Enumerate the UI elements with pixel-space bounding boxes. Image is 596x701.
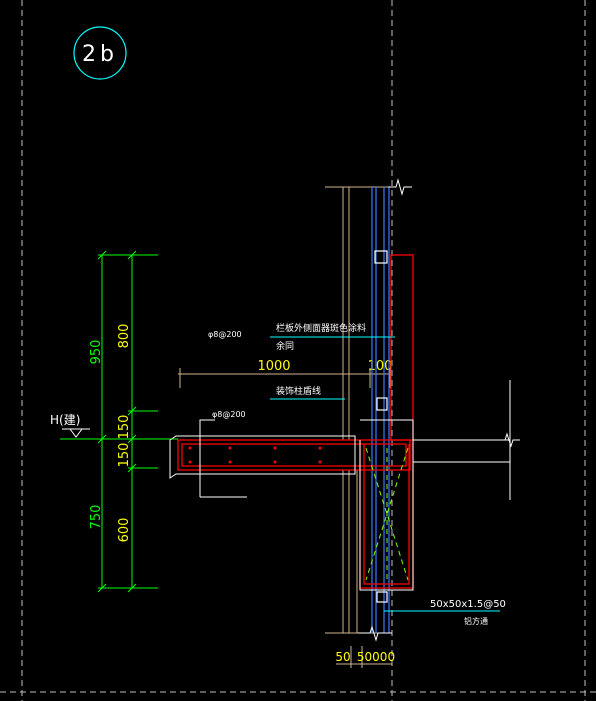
dimension-text-left: 950 750 800 150 150 600	[89, 324, 132, 543]
rebar-top-note: φ8@200	[208, 330, 242, 339]
dim-1000: 1000	[257, 359, 290, 374]
concrete-outline	[177, 254, 414, 589]
dimension-top: 1000 100	[178, 359, 392, 388]
dim-50000: 50000	[357, 650, 395, 664]
dim-50: 50	[335, 650, 350, 664]
dim-150-bottom: 150	[117, 443, 132, 468]
leader-lines	[199, 336, 500, 612]
dim-600: 600	[117, 518, 132, 543]
detail-tag-label: 2b	[82, 42, 118, 67]
rebar-dots	[188, 446, 322, 464]
annotations: φ8@200 φ8@200 栏板外侧面器斑色涂料 余同 装饰柱盾线 50x50x…	[208, 322, 506, 626]
dim-100: 100	[368, 359, 393, 374]
decor-line-note: 装饰柱盾线	[276, 385, 321, 397]
dimension-chain-left	[60, 250, 178, 593]
dim-950: 950	[89, 340, 104, 365]
wall-lines	[325, 186, 392, 634]
level-mark-label: H(建)	[50, 413, 80, 427]
dim-150-top: 150	[117, 415, 132, 440]
level-mark: H(建)	[50, 413, 90, 438]
structure-outline	[169, 380, 511, 591]
dim-750: 750	[89, 505, 104, 530]
dim-800: 800	[117, 324, 132, 349]
detail-tag: 2b	[73, 26, 127, 80]
steel-spec-note: 50x50x1.5@50	[430, 599, 506, 610]
dashed-diagonals	[365, 447, 409, 581]
rebar-slab-note: φ8@200	[212, 410, 246, 419]
curtain-wall	[371, 187, 390, 633]
note-line-2: 余同	[276, 340, 294, 352]
steel-name-note: 铝方通	[464, 616, 488, 626]
note-line-1: 栏板外侧面器斑色涂料	[276, 322, 366, 334]
dimension-bottom: 50 50000	[335, 646, 395, 668]
